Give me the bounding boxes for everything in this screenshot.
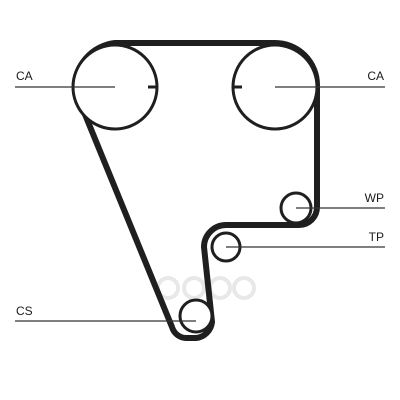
watermark-circle (208, 276, 232, 300)
crankshaft-pulley (178, 298, 214, 334)
label-ca-left: CA (16, 69, 33, 83)
watermark-circle (232, 276, 256, 300)
watermark-logo (156, 276, 256, 300)
label-ca-right: CA (367, 69, 384, 83)
label-cs: CS (16, 304, 33, 318)
label-tp: TP (369, 230, 384, 244)
label-wp: WP (365, 191, 384, 205)
watermark-circle (182, 276, 206, 300)
